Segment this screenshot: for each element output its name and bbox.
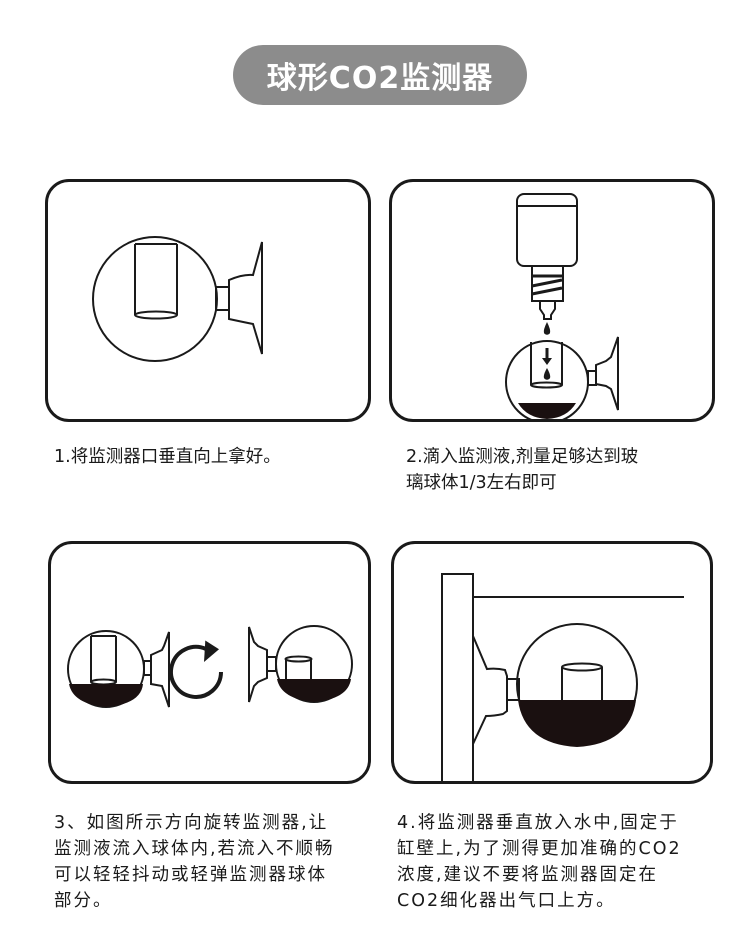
page-title: 球形CO2监测器 bbox=[233, 45, 527, 105]
step-2-caption: 2.滴入监测液,剂量足够达到玻 璃球体1/3左右即可 bbox=[406, 447, 639, 493]
co2-monitor-upright-icon bbox=[92, 236, 263, 362]
step-4-caption: 4.将监测器垂直放入水中,固定于 缸壁上,为了测得更加准确的CO2 浓度,建议不… bbox=[397, 813, 682, 911]
step-1-caption: 1.将监测器口垂直向上拿好。 bbox=[54, 447, 281, 467]
page-title-text: 球形CO2监测器 bbox=[266, 61, 494, 96]
dropper-bottle-icon bbox=[505, 193, 619, 419]
step-2-illustration bbox=[389, 179, 715, 422]
step-4-illustration bbox=[391, 541, 713, 784]
rotate-monitor-icon bbox=[67, 625, 353, 708]
step-3-illustration bbox=[48, 541, 371, 784]
step-3-caption: 3、如图所示方向旋转监测器,让 监测液流入球体内,若流入不顺畅 可以轻轻抖动或轻… bbox=[54, 813, 335, 911]
step-1-illustration bbox=[45, 179, 371, 422]
monitor-on-tank-wall-icon bbox=[441, 573, 684, 781]
